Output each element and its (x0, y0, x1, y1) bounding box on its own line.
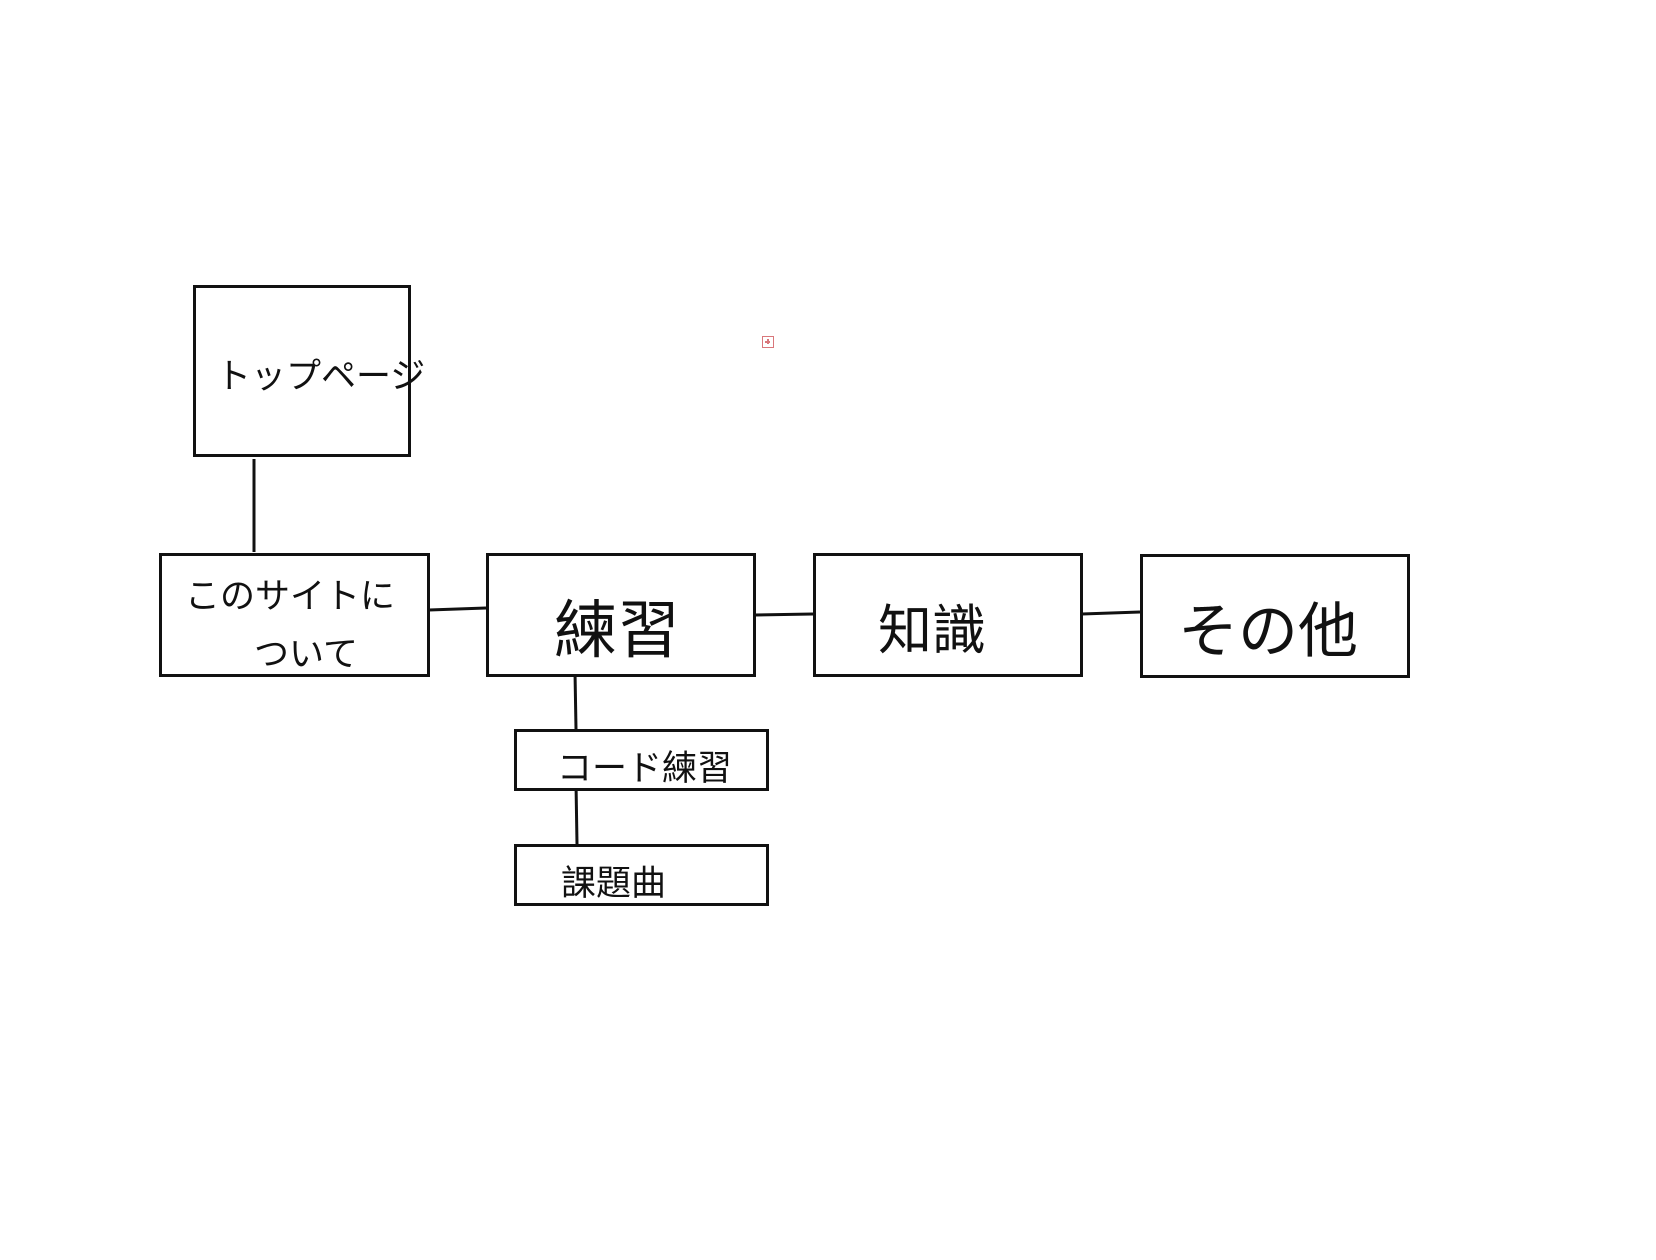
node-assigned-songs[interactable]: 課題曲 (514, 844, 769, 906)
node-label: コード練習 (557, 749, 733, 789)
node-practice[interactable]: 練習 (486, 553, 756, 677)
node-top-page[interactable]: トップページ (193, 285, 425, 457)
node-label: 練習 (554, 594, 680, 667)
node-label: その他 (1178, 597, 1358, 667)
broken-image-icon (762, 336, 774, 348)
node-label-line1: このサイトに (185, 577, 396, 617)
node-label: 課題曲 (561, 864, 667, 904)
connector-about-practice (428, 606, 487, 612)
node-label: トップページ (216, 357, 426, 397)
connector-knowledge-other (1081, 610, 1141, 616)
connector-code-songs (574, 782, 579, 845)
connector-practice-knowledge (754, 612, 814, 617)
connector-practice-code (573, 671, 578, 730)
node-about[interactable]: このサイトに ついて (159, 553, 430, 677)
node-label: 知識 (878, 599, 986, 662)
node-code-practice[interactable]: コード練習 (514, 729, 769, 791)
node-other[interactable]: その他 (1140, 554, 1410, 678)
node-label-line2: ついて (254, 635, 358, 675)
node-knowledge[interactable]: 知識 (813, 553, 1083, 677)
